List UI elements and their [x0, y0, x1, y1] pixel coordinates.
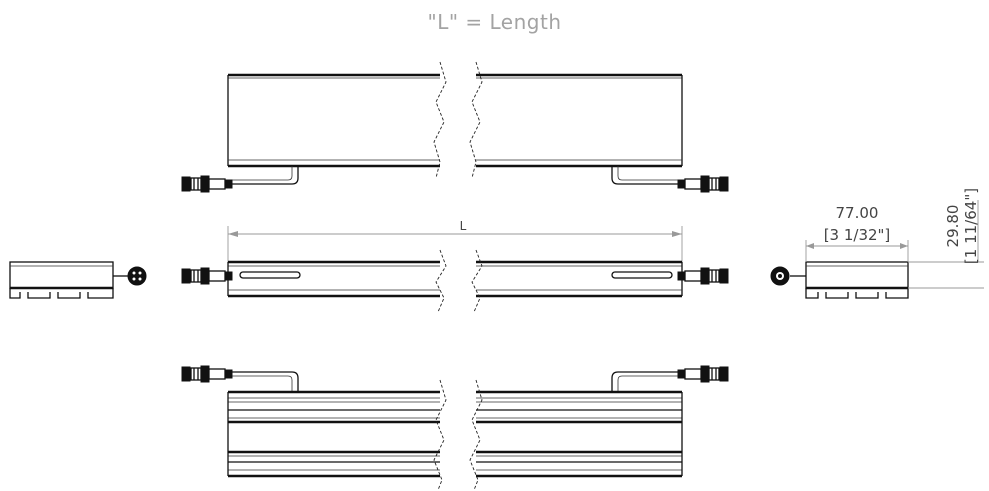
- length-label: L: [460, 219, 467, 233]
- front-view: [181, 249, 729, 313]
- top-view: [181, 61, 729, 193]
- width-mm-label: 77.00: [836, 204, 879, 222]
- width-in-label: [3 1/32"]: [824, 226, 891, 244]
- left-end-view: [9, 261, 147, 299]
- height-mm-label: 29.80: [944, 205, 962, 248]
- bottom-view: [181, 365, 729, 491]
- diagram-title: "L" = Length: [427, 10, 562, 34]
- right-end-view: 77.00 [3 1/32"] 29.80 [1 11/64"]: [770, 188, 984, 299]
- length-dimension: L: [227, 219, 683, 262]
- height-in-label: [1 11/64"]: [962, 188, 980, 264]
